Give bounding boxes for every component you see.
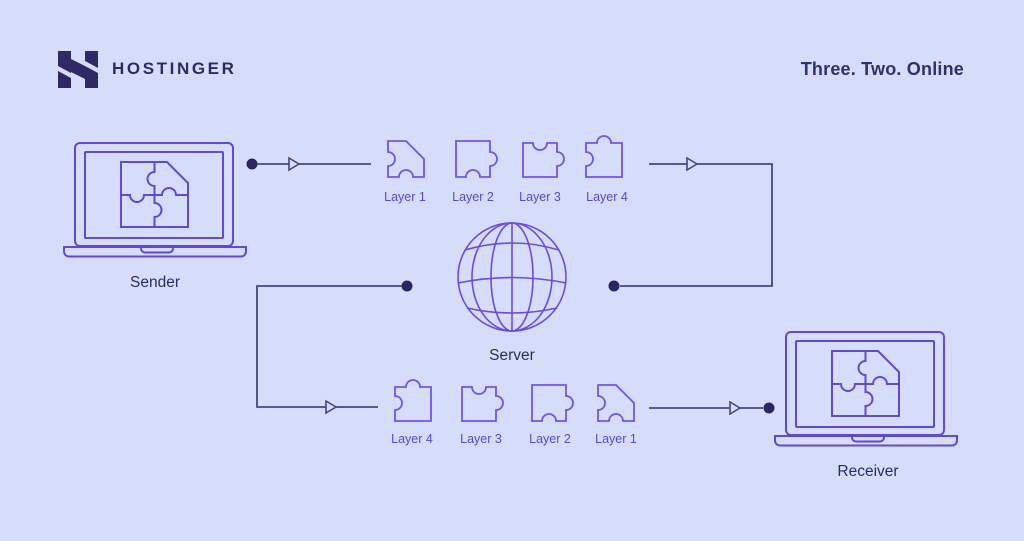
- bottom-layer-3-label: Layer 3: [460, 432, 502, 446]
- layers-to-server-connector: [608, 156, 773, 292]
- flow-start-dot: [401, 280, 413, 292]
- server-label: Server: [489, 347, 535, 364]
- server-globe-icon: [457, 222, 567, 332]
- receiver-laptop-icon: [774, 331, 958, 447]
- arrowhead-icon: [729, 400, 742, 416]
- puzzle-piece-bottom-layer-4: [394, 379, 432, 422]
- brand-tagline: Three. Two. Online: [800, 58, 964, 79]
- server-to-layers-connector: [256, 280, 413, 415]
- hostinger-logo-icon: [58, 50, 98, 88]
- puzzle-piece-bottom-layer-2: [531, 384, 574, 422]
- top-layer-1-label: Layer 1: [384, 190, 426, 204]
- header: HOSTINGER Three. Two. Online: [56, 48, 964, 90]
- arrowhead-icon: [686, 156, 699, 172]
- sender-label: Sender: [130, 274, 180, 291]
- puzzle-piece-top-layer-2: [455, 140, 498, 178]
- bottom-layer-2-label: Layer 2: [529, 432, 571, 446]
- flow-end-dot: [763, 402, 775, 414]
- sender-laptop-icon: [63, 142, 247, 258]
- brand-lockup: HOSTINGER: [56, 49, 236, 90]
- arrowhead-icon: [325, 399, 338, 415]
- brand-name: HOSTINGER: [112, 59, 237, 78]
- puzzle-piece-bottom-layer-3: [461, 386, 504, 422]
- puzzle-piece-top-layer-4: [585, 135, 623, 178]
- bottom-layer-4-label: Layer 4: [391, 432, 433, 446]
- flow-start-dot: [246, 158, 258, 170]
- top-layer-4-label: Layer 4: [586, 190, 628, 204]
- puzzle-piece-top-layer-3: [522, 142, 565, 178]
- layers-to-receiver-connector: [649, 400, 775, 416]
- puzzle-piece-bottom-layer-1: [597, 384, 635, 422]
- flow-end-dot: [608, 280, 620, 292]
- arrowhead-icon: [288, 156, 301, 172]
- top-layer-3-label: Layer 3: [519, 190, 561, 204]
- top-layer-2-label: Layer 2: [452, 190, 494, 204]
- receiver-label: Receiver: [837, 463, 898, 480]
- puzzle-piece-top-layer-1: [387, 140, 425, 178]
- sender-to-layers-connector: [246, 156, 371, 172]
- bottom-layer-1-label: Layer 1: [595, 432, 637, 446]
